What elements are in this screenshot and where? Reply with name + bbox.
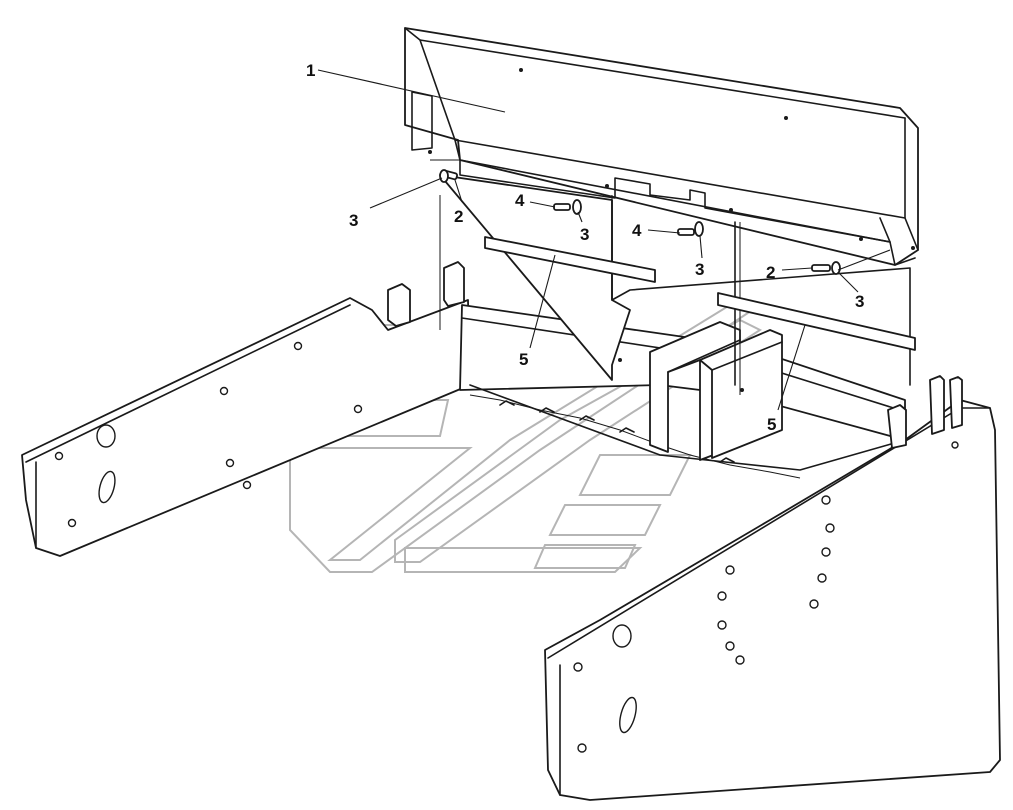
leader-lines	[317, 69, 891, 411]
callout-5-right: 5	[767, 415, 776, 434]
right-upright-tab	[929, 375, 945, 435]
right-side-rail	[544, 399, 1001, 801]
callout-2-right: 2	[766, 263, 775, 282]
left-upright-tab	[387, 283, 411, 327]
callout-4-left: 4	[515, 191, 525, 210]
callout-4-right: 4	[632, 221, 642, 240]
left-side-rail	[21, 297, 471, 557]
right-rail-slot	[619, 696, 637, 734]
filler-strip-right	[717, 292, 916, 351]
base-frame	[21, 261, 1001, 801]
callout-3-right: 3	[855, 292, 864, 311]
left-rail-slot	[98, 470, 116, 504]
filler-strip-left	[484, 236, 656, 283]
callout-3-center-left: 3	[580, 225, 589, 244]
callouts: 1 2 3 4 3 4 3 2 3 5 5	[306, 61, 864, 434]
callout-1: 1	[306, 61, 315, 80]
fasteners	[439, 169, 841, 275]
callout-3-left: 3	[349, 211, 358, 230]
callout-3-center-right: 3	[695, 260, 704, 279]
callout-5-left: 5	[519, 350, 528, 369]
back-panel	[404, 27, 919, 395]
callout-2-left: 2	[454, 207, 463, 226]
